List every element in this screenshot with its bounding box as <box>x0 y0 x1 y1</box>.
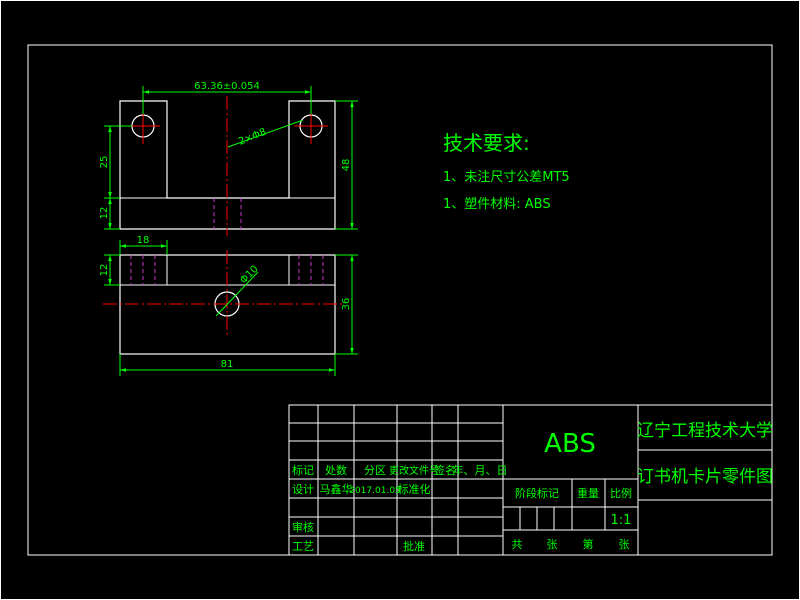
tb-col-date: 年、月、日 <box>453 463 508 477</box>
tb-weight: 重量 <box>577 486 599 500</box>
dim-36-text: 36 <box>341 298 352 311</box>
dim-hole-spacing-text: 63.36±0.054 <box>194 81 260 92</box>
tb-design-label: 设计 <box>292 483 314 496</box>
front-view <box>119 96 336 236</box>
dim-12-text: 12 <box>99 207 110 220</box>
title-block-text: 标记 处数 分区 更改文件号 签名 年、月、日 设计 马鑫华 2017.01.0… <box>292 421 773 553</box>
tb-col-sign: 签名 <box>434 463 456 477</box>
tb-scale-value: 1:1 <box>611 513 632 528</box>
tb-sheet-unit: 张 <box>547 538 558 551</box>
tb-designer: 马鑫华 <box>320 482 353 496</box>
dim-center-dia-text: Φ10 <box>238 264 260 286</box>
tb-scale-label: 比例 <box>610 486 632 500</box>
tb-col-count: 处数 <box>325 464 347 477</box>
tech-requirements: 技术要求: 1、未注尺寸公差MT5 1、塑件材料: ABS <box>443 131 570 212</box>
top-view <box>103 250 345 355</box>
title-block <box>288 404 773 556</box>
tb-school: 辽宁工程技术大学 <box>637 421 773 441</box>
dim-18-text: 18 <box>137 235 150 246</box>
tb-review: 审核 <box>292 520 314 534</box>
title-block-border <box>288 404 773 556</box>
tb-sheet-unit2: 张 <box>619 538 630 551</box>
tb-stage-mark: 阶段标记 <box>515 486 559 500</box>
dim-hole-dia-text: 2×Φ8 <box>237 127 268 148</box>
dim-25-text: 25 <box>99 156 110 169</box>
dim-48-text: 48 <box>341 159 352 172</box>
tb-standardize: 标准化 <box>398 482 431 496</box>
front-dimensions <box>104 86 358 230</box>
tb-design-date: 2017.01.05 <box>349 486 401 496</box>
top-dimensions <box>104 240 358 376</box>
tb-col-doc: 更改文件号 <box>389 464 439 477</box>
tb-material: ABS <box>544 429 596 459</box>
tech-req-line1: 1、未注尺寸公差MT5 <box>443 170 570 185</box>
dimension-labels: 63.36±0.054 2×Φ8 25 12 48 18 12 Φ10 36 8… <box>99 81 352 370</box>
tech-req-heading: 技术要求: <box>443 131 530 155</box>
tb-col-zone: 分区 <box>364 464 386 477</box>
tb-page: 第 <box>583 537 594 551</box>
tb-total: 共 <box>512 538 523 551</box>
tb-process: 工艺 <box>292 540 314 553</box>
tech-req-line2: 1、塑件材料: ABS <box>443 197 551 212</box>
tb-col-mark: 标记 <box>292 463 314 477</box>
dim-hole-leader <box>227 119 304 148</box>
tb-approve: 批准 <box>403 539 425 553</box>
dim-81-text: 81 <box>221 359 234 370</box>
front-view-outline <box>119 100 336 230</box>
dim-12b-text: 12 <box>99 264 110 277</box>
tb-drawing-name: 订书机卡片零件图 <box>637 467 773 487</box>
dim-center-leader <box>215 271 259 317</box>
